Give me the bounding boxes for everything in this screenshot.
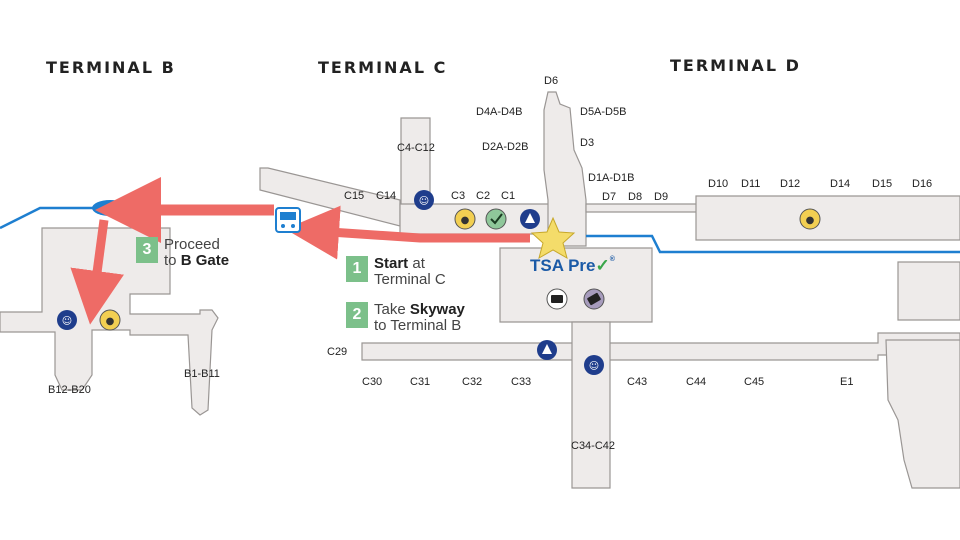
gate-label: C33	[511, 376, 532, 388]
gate-label: D8	[628, 191, 643, 203]
svg-text:●: ●	[806, 215, 815, 226]
gate-label: D5A-D5B	[580, 106, 627, 118]
gate-label: D15	[872, 178, 893, 190]
step-text-part: to	[164, 252, 181, 269]
gate-label: C31	[410, 376, 431, 388]
info-icon	[520, 209, 540, 229]
step-text-part: to Terminal B	[374, 317, 462, 334]
gate-label: C44	[686, 376, 707, 388]
gate-label: D12	[780, 178, 801, 190]
gate-label: C14	[376, 190, 397, 202]
family-restroom-icon: ☺	[584, 355, 604, 375]
svg-text:●: ●	[461, 215, 470, 226]
gate-label: C43	[627, 376, 648, 388]
start-star-icon	[530, 216, 576, 260]
gate-label: D11	[741, 178, 761, 190]
step-3: 3 Proceed to B Gate	[136, 237, 229, 269]
gate-label: C4-C12	[397, 142, 435, 154]
step-text-part: Terminal C	[374, 271, 446, 288]
terminal-d-block	[695, 195, 960, 241]
gate-label: D9	[654, 191, 669, 203]
tsa-check-mark: ✓	[595, 256, 610, 275]
gate-label: C15	[344, 190, 365, 202]
svg-text:☺: ☺	[62, 316, 72, 327]
step-text-part: Take	[374, 301, 410, 318]
gate-label: E1	[840, 376, 854, 388]
terminal-b-title: TERMINAL B	[46, 58, 176, 77]
ticket-icon	[583, 288, 605, 310]
lower-corridor	[361, 332, 960, 361]
step-text-part: at	[408, 255, 425, 272]
concourses	[0, 91, 960, 489]
terminal-d-title: TERMINAL D	[670, 56, 801, 75]
svg-text:●: ●	[106, 316, 115, 327]
right-block	[897, 261, 960, 321]
gate-label: C1	[501, 190, 516, 202]
step-text: Start at Terminal C	[374, 256, 446, 288]
gate-label: C29	[327, 346, 348, 358]
step-1: 1 Start at Terminal C	[346, 256, 446, 288]
gate-label: D1A-D1B	[588, 172, 635, 184]
gate-label: D14	[830, 178, 851, 190]
gate-label: D6	[544, 75, 559, 87]
gate-label: D7	[602, 191, 617, 203]
pet-relief-icon: ●	[99, 309, 121, 331]
skyway-station-b	[92, 200, 128, 216]
tsa-precheck-label: TSA Pre✓®	[530, 256, 615, 276]
step-2: 2 Take Skyway to Terminal B	[346, 302, 465, 334]
gate-label: D3	[580, 137, 595, 149]
svg-text:☺: ☺	[419, 196, 429, 207]
central-hub	[499, 247, 653, 323]
gate-label: D2A-D2B	[482, 141, 529, 153]
pier-d1-d6	[543, 91, 587, 247]
gate-label: D4A-D4B	[476, 106, 523, 118]
svg-text:☺: ☺	[589, 361, 599, 372]
luggage-icon	[546, 288, 568, 310]
pier-e	[885, 339, 960, 489]
family-restroom-icon: ☺	[414, 190, 434, 210]
step-bold: Start	[374, 255, 409, 272]
step-bold: Skyway	[409, 301, 465, 318]
family-restroom-icon: ☺	[57, 310, 77, 330]
route-arrow-start	[285, 205, 530, 260]
gate-label: C30	[362, 376, 383, 388]
step-number: 3	[136, 237, 158, 263]
gate-label: D10	[708, 178, 729, 190]
tsa-registered-mark: ®	[609, 256, 615, 263]
gate-label: C45	[744, 376, 765, 388]
tsa-check-icon	[485, 208, 507, 230]
pier-c34-c42	[571, 321, 611, 489]
info-icon	[537, 340, 557, 360]
tsa-text: TSA Pre	[530, 256, 596, 275]
gate-label: D16	[912, 178, 933, 190]
step-number: 2	[346, 302, 368, 328]
step-text-part: Proceed	[164, 236, 220, 253]
step-text: Proceed to B Gate	[164, 237, 229, 269]
gate-label: B12-B20	[48, 384, 91, 396]
bus-icon	[275, 207, 301, 233]
pet-relief-icon: ●	[799, 208, 821, 230]
step-bold: B Gate	[180, 252, 230, 269]
gate-label: C32	[462, 376, 483, 388]
pet-relief-icon: ●	[454, 208, 476, 230]
route-arrow-down	[70, 219, 124, 325]
gate-label: C2	[476, 190, 491, 202]
route-arrows	[70, 177, 530, 325]
terminal-d-corridor	[585, 203, 701, 213]
gate-label: B1-B11	[184, 368, 220, 380]
step-text: Take Skyway to Terminal B	[374, 302, 465, 334]
gate-label: C3	[451, 190, 466, 202]
step-number: 1	[346, 256, 368, 282]
terminal-c-title: TERMINAL C	[318, 58, 448, 77]
gate-label: C34-C42	[571, 440, 616, 452]
